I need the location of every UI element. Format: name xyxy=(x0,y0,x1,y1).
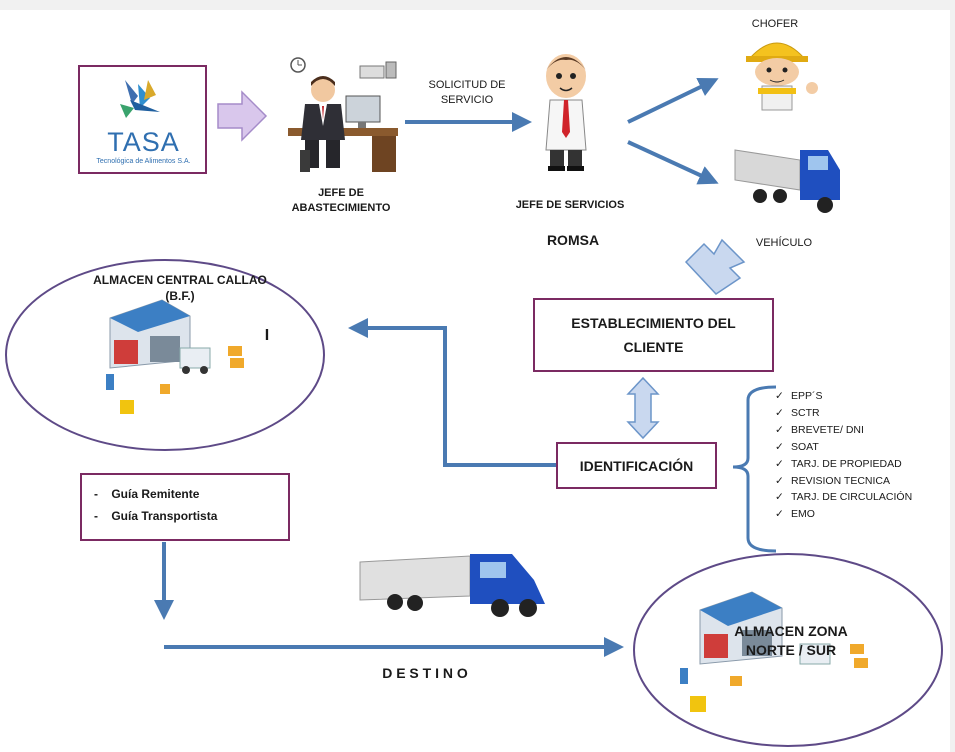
checklist-item: ✓BREVETE/ DNI xyxy=(775,422,912,439)
identificacion-box: IDENTIFICACIÓN xyxy=(556,442,717,489)
truck-illustration-top xyxy=(734,149,840,213)
jefe-servicios-label: JEFE DE SERVICIOS xyxy=(515,199,625,211)
checklist-item: ✓REVISION TECNICA xyxy=(775,473,912,490)
office-worker-illustration xyxy=(288,57,398,172)
check-icon: ✓ xyxy=(775,440,784,453)
checklist-item: ✓SOAT xyxy=(775,439,912,456)
stray-mark: I xyxy=(264,327,270,344)
tasa-bird-logo xyxy=(120,80,160,118)
guide-item: - Guía Remitente xyxy=(94,487,200,501)
top-border xyxy=(0,0,955,10)
checklist-item: ✓TARJ. DE CIRCULACIÓN xyxy=(775,489,912,506)
service-manager-illustration xyxy=(545,54,587,171)
driver-illustration xyxy=(746,42,818,111)
requirements-checklist: ✓EPP´S ✓SCTR ✓BREVETE/ DNI ✓SOAT ✓TARJ. … xyxy=(775,388,912,523)
jefe-abastecimiento-label: JEFE DE ABASTECIMIENTO xyxy=(291,187,391,214)
warehouse-illustration-left xyxy=(106,299,244,414)
truck-illustration-bottom xyxy=(359,554,545,617)
checklist-item: ✓EMO xyxy=(775,506,912,523)
solicitud-label: SOLICITUD DE SERVICIO xyxy=(428,79,506,106)
checklist-item: ✓EPP´S xyxy=(775,388,912,405)
check-icon: ✓ xyxy=(775,457,784,470)
almacen-zona-label: ALMACEN ZONA NORTE / SUR xyxy=(734,623,848,658)
check-icon: ✓ xyxy=(775,491,784,504)
romsa-label: ROMSA xyxy=(546,232,600,248)
chofer-label: CHOFER xyxy=(751,18,799,30)
tasa-subtitle: Tecnológica de Alimentos S.A. xyxy=(96,158,191,165)
check-icon: ✓ xyxy=(775,406,784,419)
guide-item: - Guía Transportista xyxy=(94,509,218,523)
check-icon: ✓ xyxy=(775,474,784,487)
tasa-logo-box xyxy=(78,65,207,174)
warehouse-illustration-right xyxy=(680,591,868,712)
tasa-name: TASA xyxy=(107,127,180,157)
checklist-item: ✓TARJ. DE PROPIEDAD xyxy=(775,456,912,473)
checklist-item: ✓SCTR xyxy=(775,405,912,422)
check-icon: ✓ xyxy=(775,390,784,402)
establecimiento-box: ESTABLECIMIENTO DEL CLIENTE xyxy=(533,298,774,372)
arrow-to-vehiculo xyxy=(627,140,719,185)
vehiculo-label: VEHÍCULO xyxy=(755,237,813,249)
purple-block-arrow xyxy=(217,90,268,142)
bidirectional-block-arrow xyxy=(626,376,660,440)
checklist-brace xyxy=(732,385,777,553)
guides-box: - Guía Remitente - Guía Transportista xyxy=(80,473,290,541)
almacen-zona-ellipse xyxy=(633,553,943,747)
arrow-to-chofer xyxy=(627,77,719,124)
destino-label: D E S T I N O xyxy=(382,665,468,681)
check-icon: ✓ xyxy=(775,423,784,436)
establecimiento-line2: CLIENTE xyxy=(623,339,684,355)
establecimiento-line1: ESTABLECIMIENTO DEL xyxy=(571,315,736,331)
down-block-arrow xyxy=(684,238,746,295)
arrow-to-almacen-central xyxy=(348,318,556,467)
check-icon: ✓ xyxy=(775,508,784,521)
right-border xyxy=(950,0,955,752)
almacen-central-label: ALMACEN CENTRAL CALLAO (B.F.) xyxy=(93,273,267,304)
